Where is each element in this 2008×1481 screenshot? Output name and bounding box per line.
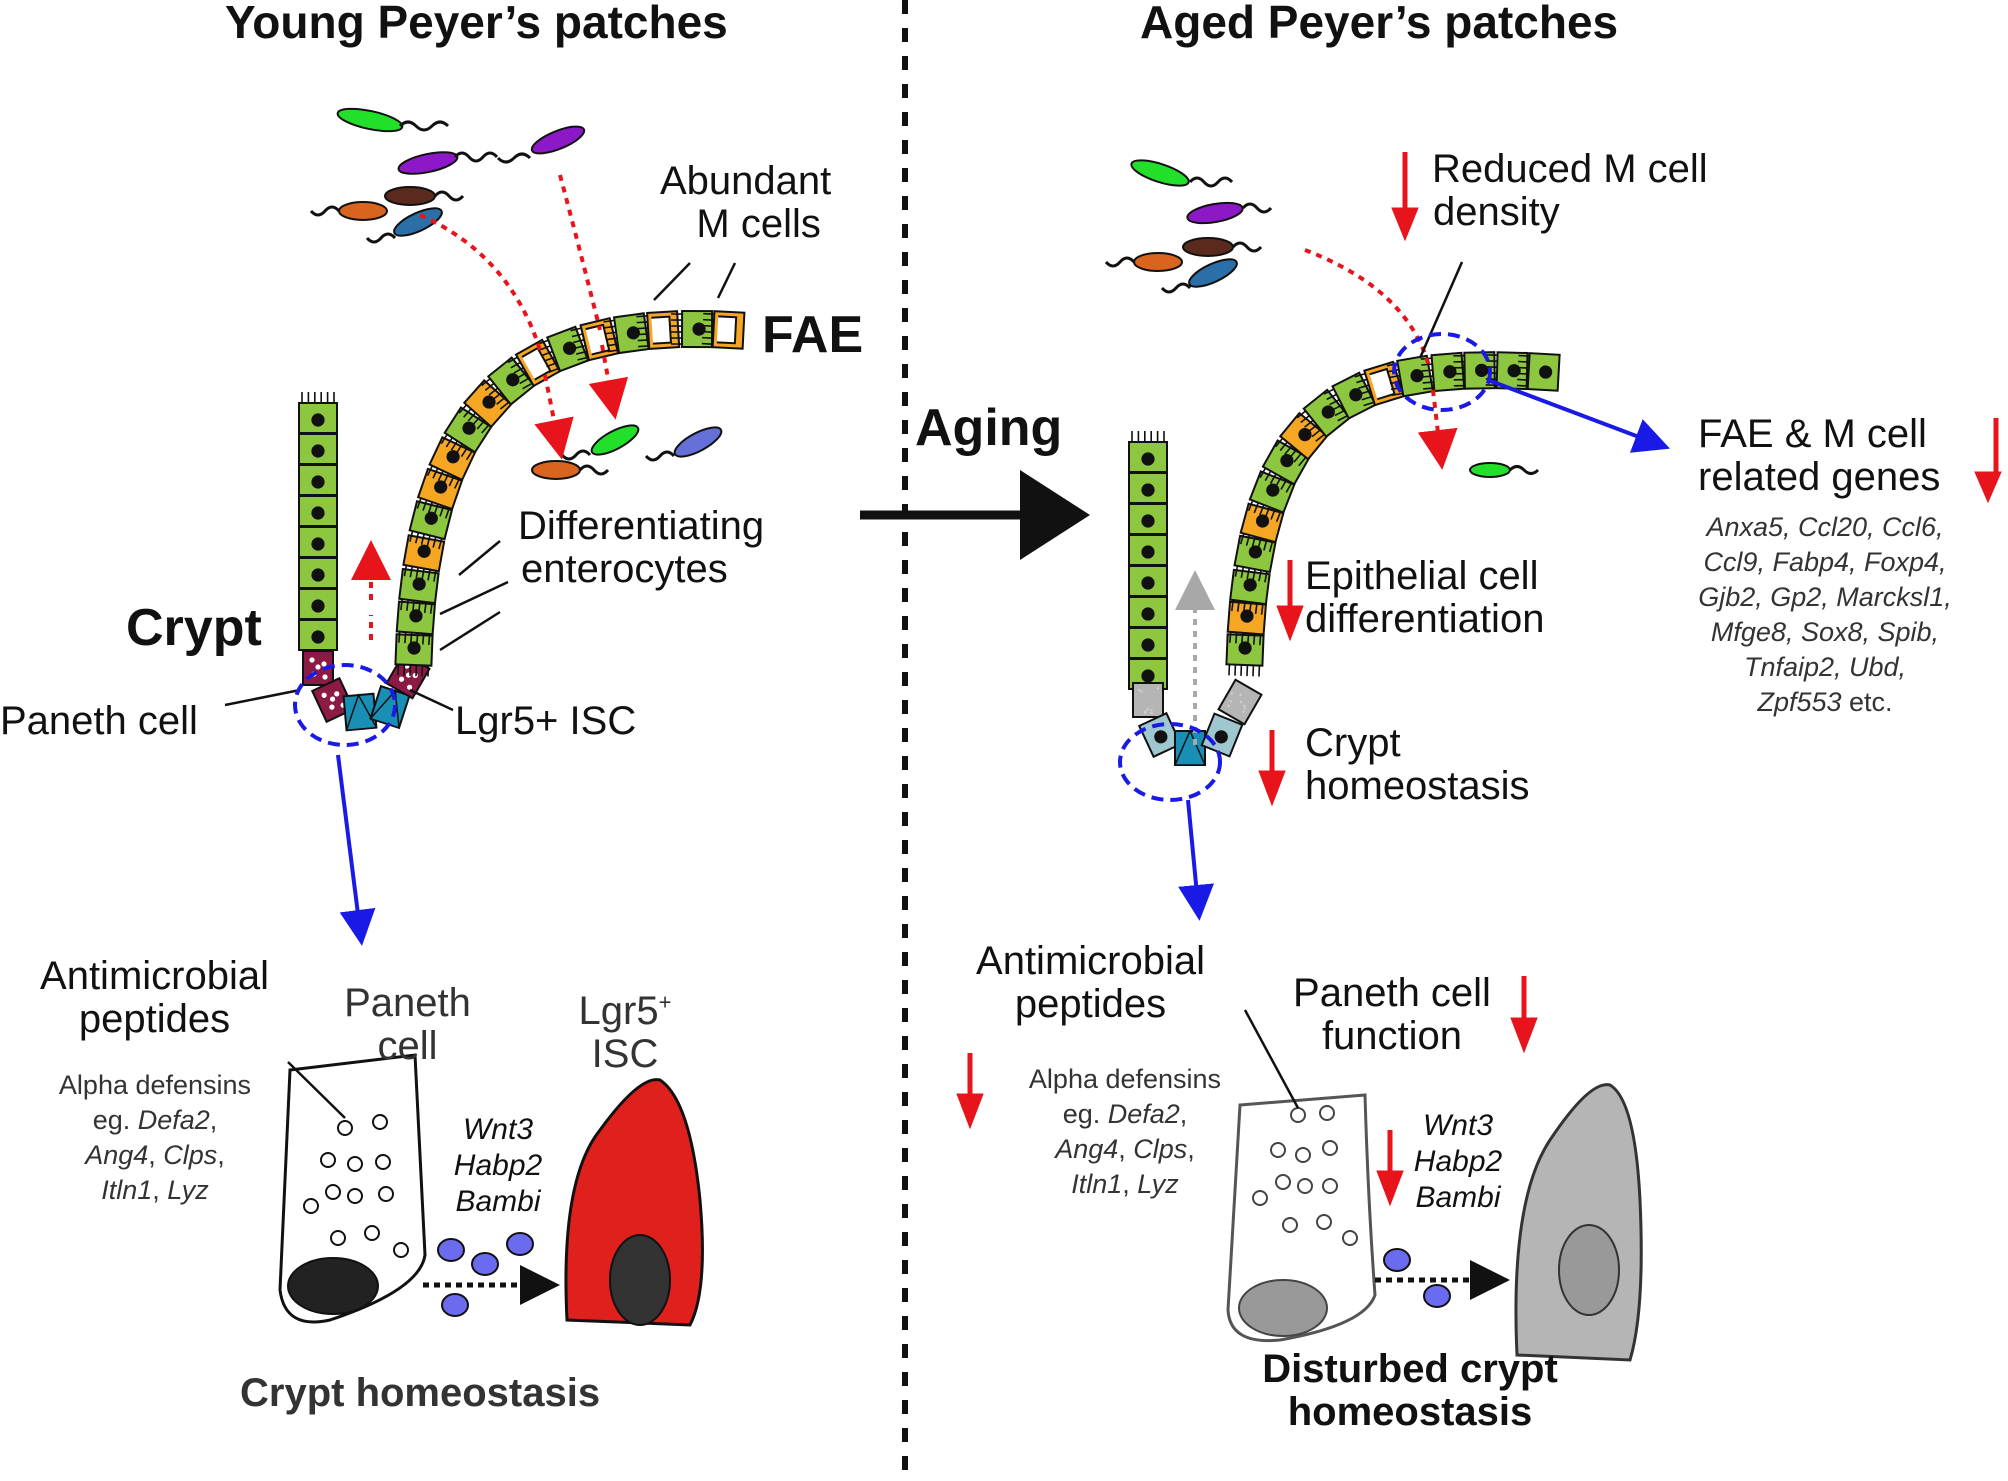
epithelial-differentiation-label: Epithelial celldifferentiation [1305, 555, 1544, 641]
gene-link-arrow [1488, 380, 1655, 443]
aged-antimicrobial-peptides-label: Antimicrobialpeptides [958, 940, 1223, 1026]
antimicrobial-peptides-label: Antimicrobialpeptides [22, 955, 287, 1041]
paneth-cell-label: Paneth cell [0, 700, 198, 743]
fae-m-gene-list: Anxa5, Ccl20, Ccl6, Ccl9, Fabp4, Foxp4, … [1660, 510, 1990, 721]
epithelial-cell [1129, 504, 1167, 534]
epithelial-cell [344, 694, 377, 730]
crypt-homeostasis-label: Crypthomeostasis [1305, 722, 1530, 808]
epithelial-cell [1129, 566, 1167, 596]
epithelial-cell [299, 465, 337, 495]
young-panel-title: Young Peyer’s patches [225, 0, 728, 48]
differentiating-enterocytes-label: Differentiatingenterocytes [518, 505, 764, 591]
epithelial-cell [299, 434, 337, 464]
transcytosis-arrow [1305, 250, 1430, 370]
zoom-link-arrow [338, 755, 360, 930]
paneth-function-label: Paneth cellfunction [1272, 972, 1512, 1058]
wnt-genes: Wnt3Habp2Bambi [448, 1112, 548, 1220]
crypt-homeostasis-title: Crypt homeostasis [240, 1372, 600, 1415]
paneth-cell-detail-label: Panethcell [325, 982, 490, 1068]
lgr5-detail-label: Lgr5+ISC [555, 990, 695, 1076]
epithelial-cell [1133, 683, 1163, 717]
epithelial-cell [1175, 731, 1205, 765]
aging-label: Aging [915, 400, 1062, 456]
epithelial-cell [299, 392, 337, 433]
aged-peptide-list: Alpha defensins eg. Defa2, Ang4, Clps, I… [990, 1062, 1260, 1202]
epithelial-cell [1129, 473, 1167, 503]
reduced-m-cell-label: Reduced M celldensity [1432, 148, 1708, 234]
epithelial-cell [299, 496, 337, 526]
zoom-link-arrow-aged [1188, 800, 1198, 905]
disturbed-crypt-title: Disturbed crypthomeostasis [1210, 1348, 1610, 1434]
epithelial-cell [299, 589, 337, 619]
aged-secreted-factors [1384, 1249, 1450, 1307]
epithelial-cell [1129, 431, 1167, 472]
epithelial-cell [1129, 597, 1167, 627]
lgr5-isc-label: Lgr5+ ISC [455, 700, 636, 743]
fae-label: FAE [762, 307, 863, 363]
transcytosis-arrow [420, 215, 540, 350]
transcytosis-arrow [545, 375, 558, 440]
abundant-m-cells-label: AbundantM cells [660, 160, 831, 246]
transcytosis-arrow [1433, 390, 1440, 450]
epithelial-cell [1129, 535, 1167, 565]
transcytosis-arrow [560, 175, 600, 330]
aged-isc-cell [1516, 1085, 1641, 1360]
epithelial-cell [1129, 628, 1167, 658]
epithelial-cell [299, 558, 337, 588]
aged-panel-title: Aged Peyer’s patches [1140, 0, 1618, 48]
epithelial-cell [1226, 634, 1264, 676]
epithelial-cell [299, 527, 337, 557]
fae-m-genes-title: FAE & M cellrelated genes [1698, 413, 1940, 499]
aged-wnt-genes: Wnt3Habp2Bambi [1408, 1108, 1508, 1216]
crypt-label: Crypt [126, 600, 262, 656]
peptide-list: Alpha defensins eg. Defa2, Ang4, Clps, I… [20, 1068, 290, 1208]
secreted-factors [438, 1233, 533, 1316]
epithelial-cell [299, 620, 337, 650]
